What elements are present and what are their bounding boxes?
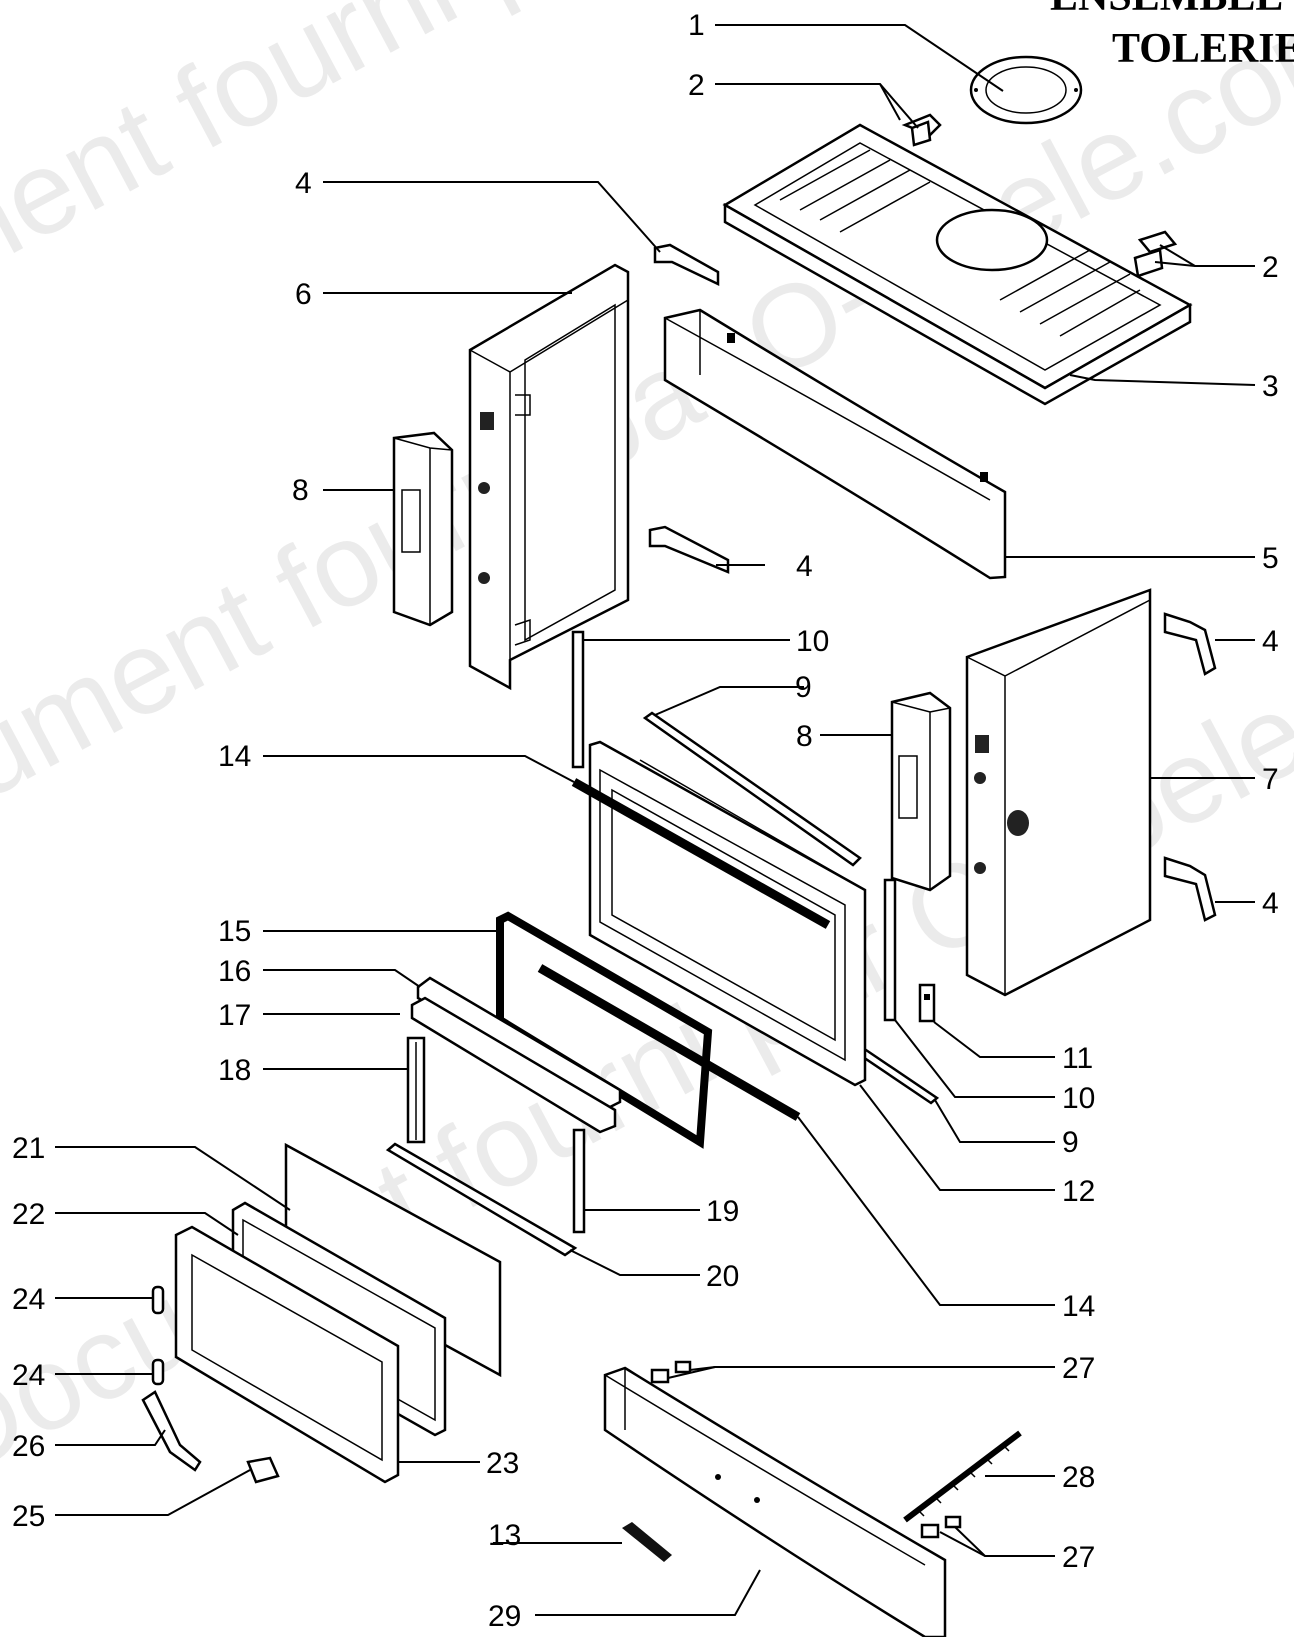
part-20-rail <box>385 1142 578 1257</box>
part-9-bar-upper <box>642 711 862 867</box>
part-14-seal-upper <box>571 778 831 929</box>
part-23-door-frame <box>174 1225 400 1484</box>
callout-3: 3 <box>1262 370 1279 403</box>
part-8-trim-right <box>890 691 952 892</box>
part-2-brackets-right <box>1133 230 1178 278</box>
callout-24: 24 <box>12 1283 45 1316</box>
callout-7: 7 <box>1262 763 1279 796</box>
callout-10: 10 <box>796 625 829 658</box>
part-19-bar <box>572 1128 586 1234</box>
part-8-trim-left <box>392 431 454 627</box>
diagram-title-line2: TOLERIE <box>1112 26 1294 72</box>
callout-14: 14 <box>1062 1290 1095 1323</box>
parts <box>141 55 1217 1637</box>
part-2-brackets-left <box>901 113 942 147</box>
part-29-bottom-panel <box>603 1366 947 1637</box>
callout-29: 29 <box>488 1600 521 1633</box>
callout-22: 22 <box>12 1198 45 1231</box>
callout-10: 10 <box>1062 1082 1095 1115</box>
callout-16: 16 <box>218 955 251 988</box>
part-24-pin-upper <box>151 1285 165 1315</box>
callout-23: 23 <box>486 1447 519 1480</box>
part-16-17-rails <box>410 976 622 1134</box>
callout-27: 27 <box>1062 1352 1095 1385</box>
part-10-strip-lower <box>883 878 897 1022</box>
part-28-rod <box>903 1430 1022 1523</box>
part-25-clip <box>246 1456 280 1484</box>
part-4-bracket-right-bottom <box>1163 856 1217 922</box>
part-15-gasket <box>496 911 713 1149</box>
callout-26: 26 <box>12 1430 45 1463</box>
callout-6: 6 <box>295 278 312 311</box>
callout-2: 2 <box>688 69 705 102</box>
part-7-right-side-panel <box>965 588 1152 997</box>
callout-12: 12 <box>1062 1175 1095 1208</box>
part-3-top-grille <box>722 123 1193 406</box>
part-4-bracket-top <box>653 243 720 286</box>
callout-17: 17 <box>218 999 251 1032</box>
callout-1: 1 <box>688 9 705 42</box>
callout-14: 14 <box>218 740 251 773</box>
callout-labels: 1 2 2 3 4 4 4 4 5 6 7 8 8 9 9 10 10 11 1… <box>12 9 1279 1633</box>
part-14-seal-lower <box>537 964 801 1121</box>
part-6-left-side-frame <box>468 263 630 691</box>
callout-15: 15 <box>218 915 251 948</box>
part-1-ring <box>969 55 1083 125</box>
part-24-pin-lower <box>151 1358 165 1386</box>
callout-28: 28 <box>1062 1461 1095 1494</box>
callout-8: 8 <box>292 474 309 507</box>
part-27-clips-lower <box>920 1515 962 1539</box>
part-10-strip-upper <box>571 630 585 769</box>
callout-9: 9 <box>1062 1126 1079 1159</box>
callout-4: 4 <box>796 550 813 583</box>
callout-20: 20 <box>706 1260 739 1293</box>
callout-5: 5 <box>1262 542 1279 575</box>
callout-9: 9 <box>795 671 812 704</box>
callout-4: 4 <box>295 167 312 200</box>
part-21-glass <box>284 1142 502 1378</box>
part-18-channel <box>406 1036 426 1144</box>
callout-21: 21 <box>12 1132 45 1165</box>
callout-24: 24 <box>12 1359 45 1392</box>
leader-lines <box>55 24 1256 1616</box>
part-11-latch <box>918 983 936 1023</box>
callout-19: 19 <box>706 1195 739 1228</box>
callout-13: 13 <box>488 1519 521 1552</box>
diagram-title-line1: ENSEMBLE <box>1050 0 1283 20</box>
part-13-rod <box>622 1522 672 1562</box>
callout-27: 27 <box>1062 1541 1095 1574</box>
callout-18: 18 <box>218 1054 251 1087</box>
part-5-upper-front-panel <box>663 308 1007 580</box>
callout-8: 8 <box>796 720 813 753</box>
part-27-clips-upper <box>650 1360 692 1384</box>
callout-4: 4 <box>1262 887 1279 920</box>
part-26-handle <box>141 1390 202 1472</box>
callout-4: 4 <box>1262 625 1279 658</box>
part-4-bracket-right-top <box>1163 612 1217 676</box>
part-4-bracket-mid <box>648 525 730 574</box>
callout-2: 2 <box>1262 251 1279 284</box>
callout-25: 25 <box>12 1500 45 1533</box>
callout-11: 11 <box>1062 1042 1093 1075</box>
